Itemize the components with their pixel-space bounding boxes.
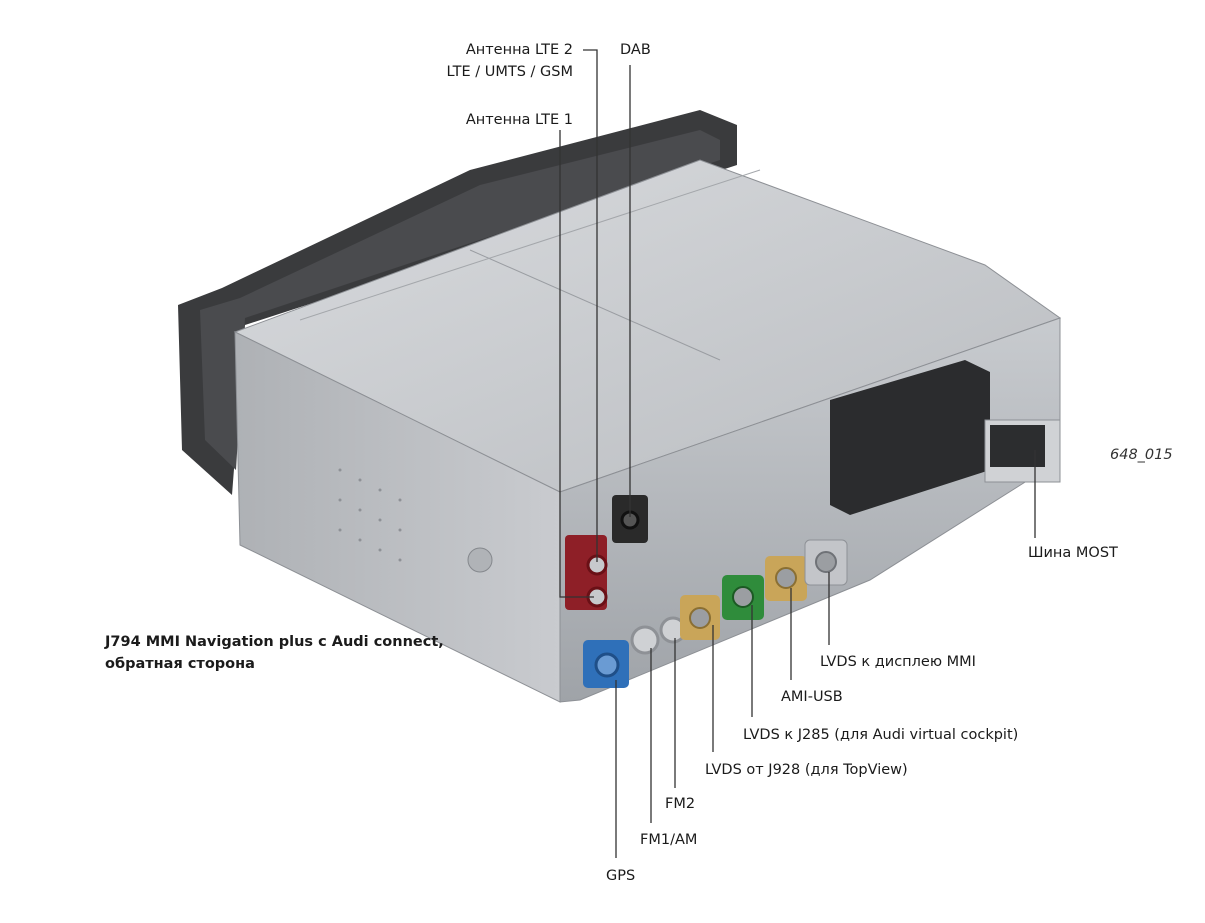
screw [467, 547, 493, 573]
label-lvds-j285: LVDS к J285 (для Audi virtual cockpit) [743, 727, 1019, 743]
label-lte2: Антенна LTE 2 [465, 42, 573, 58]
figure-id: 648_015 [1110, 447, 1173, 463]
mmi-connector [830, 360, 990, 515]
label-fm2: FM2 [665, 796, 696, 812]
caption-line1: J794 MMI Navigation plus с Audi connect, [105, 634, 444, 650]
most-connector [990, 425, 1045, 467]
label-ami-usb: AMI-USB [781, 689, 843, 705]
fm1-connector [630, 625, 660, 655]
leader-lines [559, 49, 1036, 858]
label-lte2-sub: LTE / UMTS / GSM [446, 64, 573, 80]
label-lte1: Антенна LTE 1 [465, 112, 573, 128]
top-seam [299, 169, 761, 321]
vent-holes [338, 468, 402, 562]
top-seam [469, 249, 721, 361]
label-fm1-am: FM1/AM [640, 832, 698, 848]
label-lvds-j928: LVDS от J928 (для TopView) [705, 762, 908, 778]
label-most: Шина MOST [1028, 545, 1118, 561]
gps-connector [594, 652, 620, 678]
label-lvds-mmi: LVDS к дисплею MMI [820, 654, 976, 670]
caption-line2: обратная сторона [105, 656, 255, 672]
bezel-inner [200, 130, 720, 470]
label-gps: GPS [606, 868, 636, 884]
label-dab: DAB [620, 42, 651, 58]
